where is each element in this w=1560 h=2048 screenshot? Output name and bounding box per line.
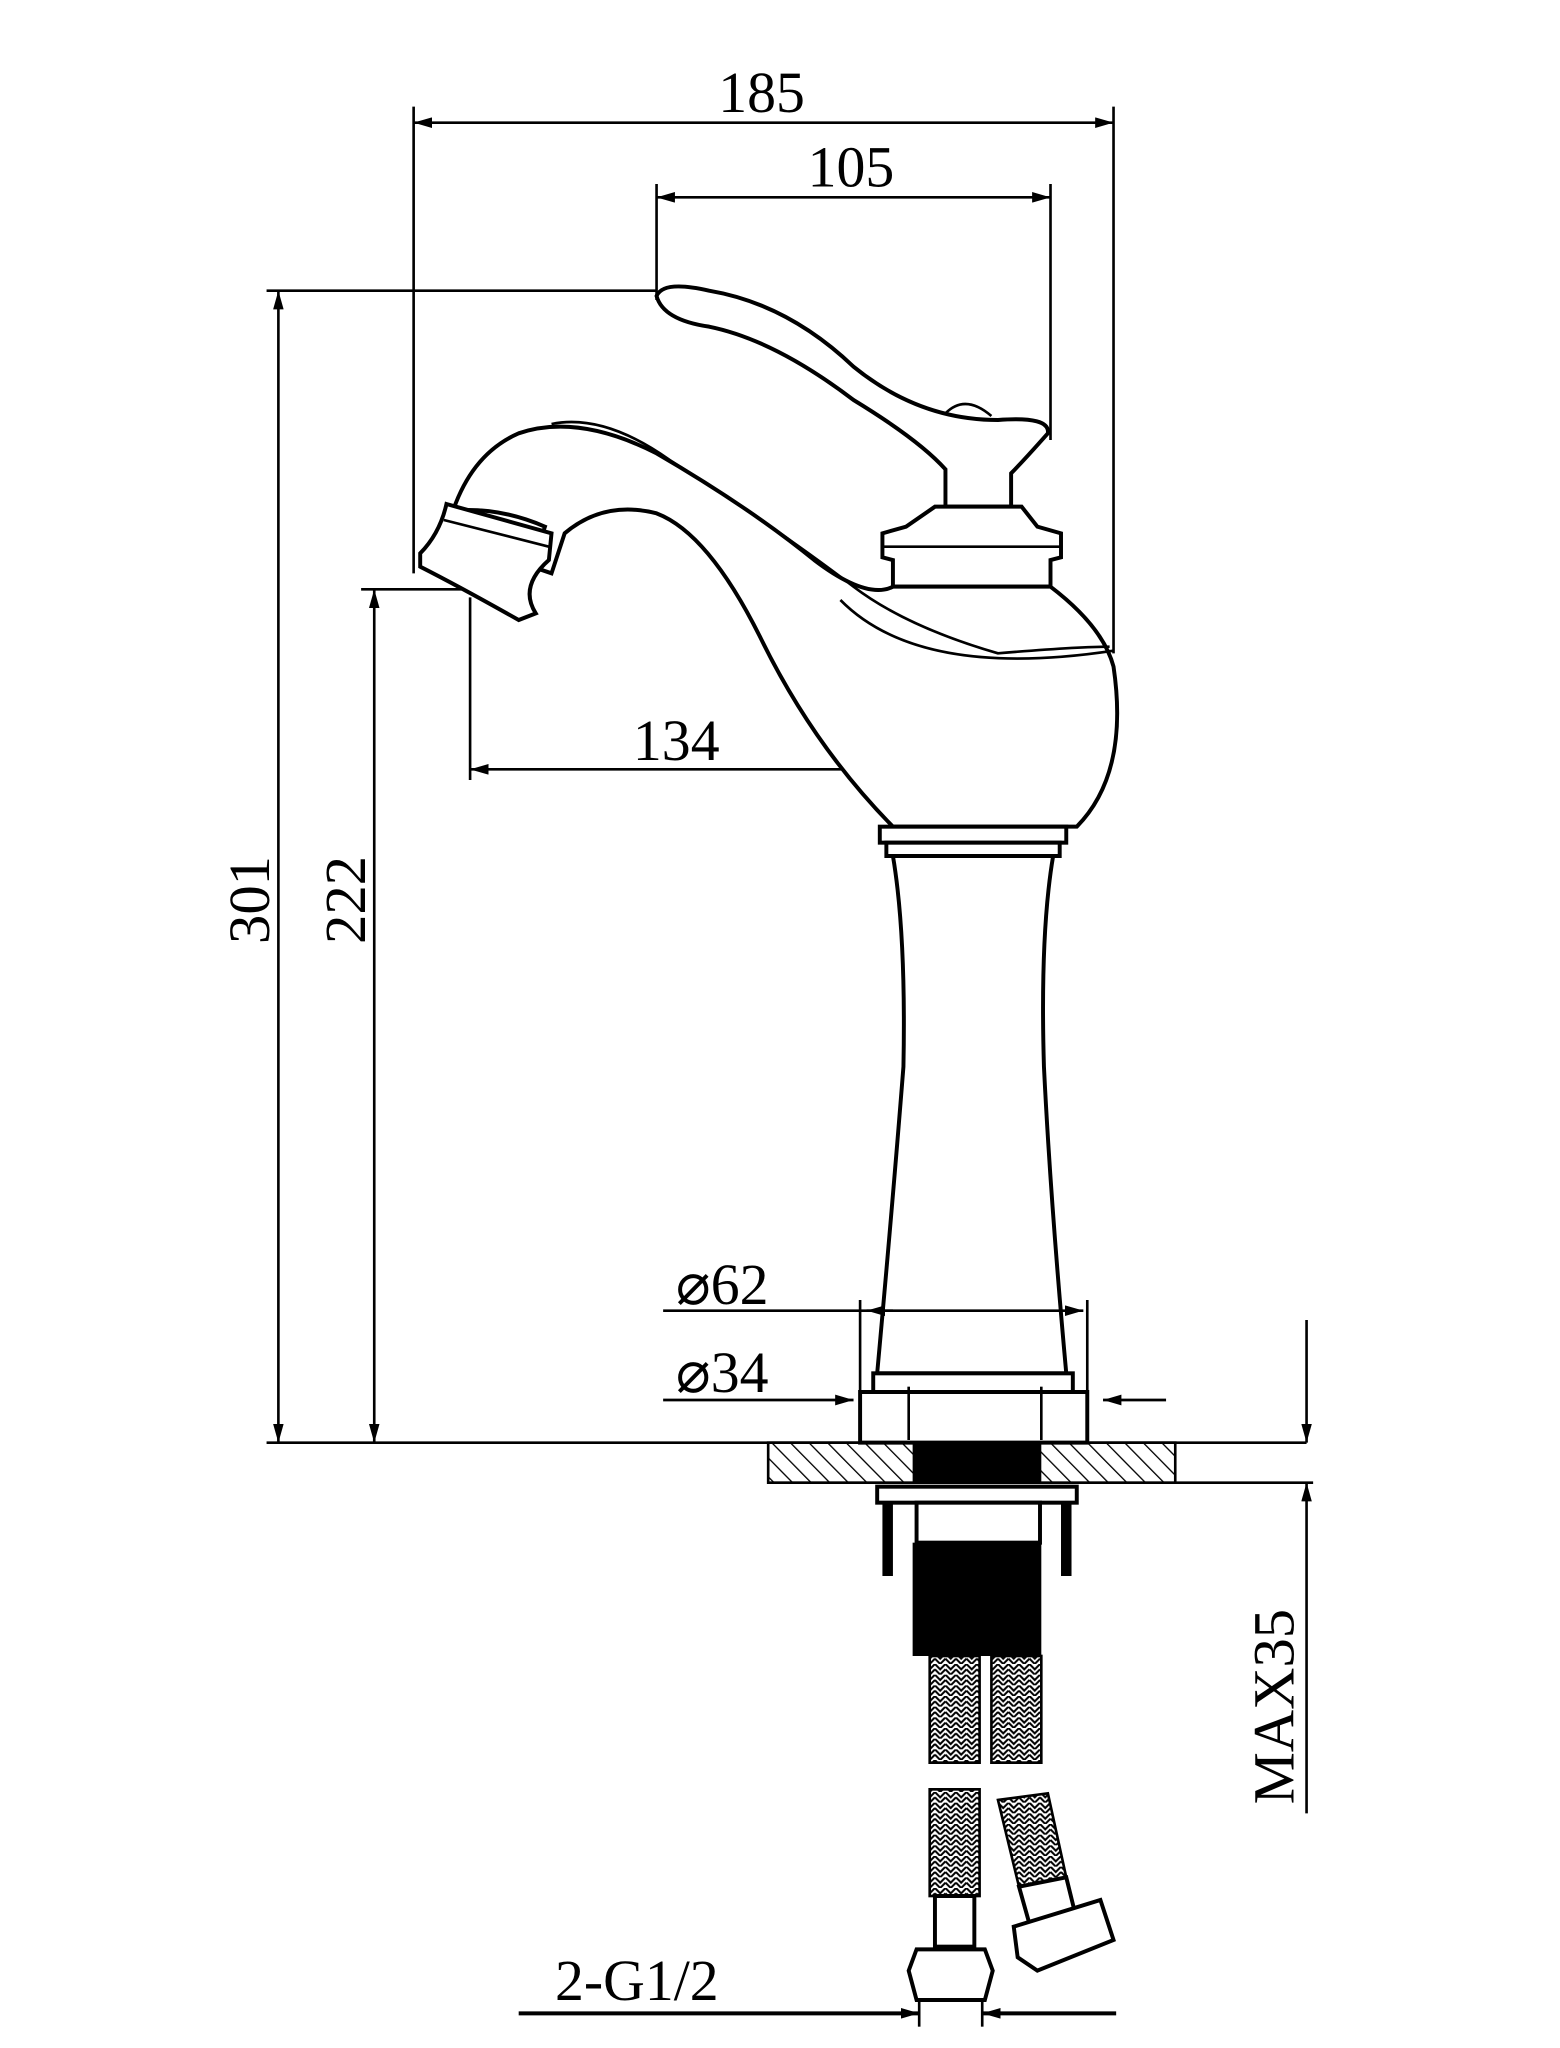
- dimension-max-thickness: MAX35: [1175, 1320, 1314, 1814]
- faucet-body: [418, 284, 1120, 1445]
- dim-label-105: 105: [808, 134, 895, 199]
- mounting-hardware: [875, 1442, 1116, 2002]
- dim-label-34: ⌀34: [676, 1340, 769, 1405]
- dim-label-62: ⌀62: [676, 1252, 769, 1317]
- dim-label-222: 222: [313, 856, 378, 944]
- dimension-handle-width: 105: [655, 134, 1052, 440]
- dimension-spout-height: 222: [313, 588, 467, 1443]
- dim-label-185: 185: [718, 60, 805, 125]
- dim-label-max35: MAX35: [1242, 1609, 1307, 1805]
- dimension-overall-width: 185: [412, 60, 1115, 654]
- dimension-connection-thread: 2-G1/2: [518, 1948, 1117, 2027]
- dim-label-134: 134: [633, 708, 720, 773]
- dim-label-301: 301: [218, 856, 283, 944]
- dimension-base-diameter: ⌀62: [663, 1252, 1089, 1414]
- dim-label-connection: 2-G1/2: [555, 1948, 719, 2013]
- dimension-hole-diameter: ⌀34: [663, 1340, 1167, 1440]
